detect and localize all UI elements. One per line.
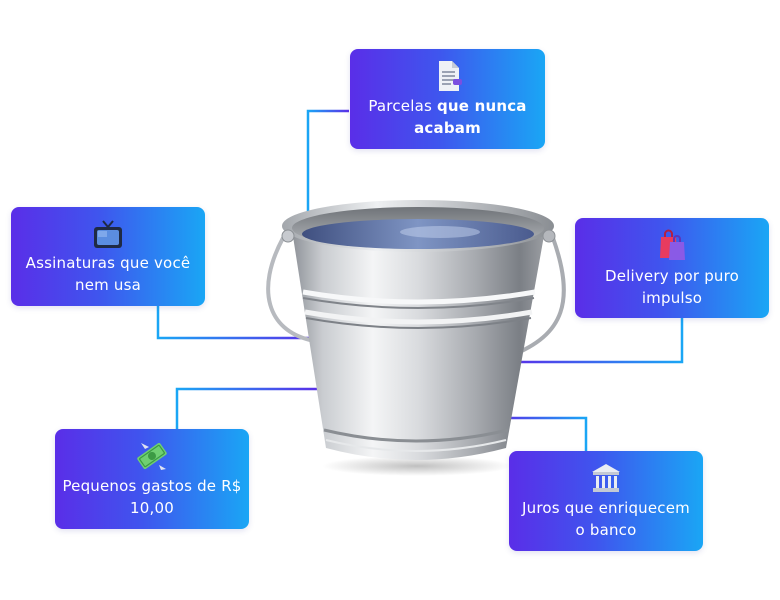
bucket-image	[266, 200, 566, 476]
connector-assinaturas	[156, 306, 318, 340]
shopping-bags-icon	[660, 229, 685, 260]
card-assinaturas: Assinaturas que você nem usa	[11, 207, 205, 306]
money-bill-icon	[137, 443, 167, 470]
card-delivery-label: Delivery por puro impulso	[604, 267, 740, 307]
card-assinaturas-label: Assinaturas que você nem usa	[25, 253, 191, 294]
card-parcelas: Parcelas que nunca acabam	[350, 49, 545, 149]
connector-delivery	[510, 318, 684, 364]
card-juros: Juros que enriquecem o banco	[509, 451, 703, 551]
card-pequenos: Pequenos gastos de R$ 10,00	[55, 429, 249, 529]
tv-icon	[94, 219, 122, 248]
card-juros-label: Juros que enriquecem o banco	[522, 499, 690, 539]
card-pequenos-label: Pequenos gastos de R$ 10,00	[62, 477, 242, 517]
connector-juros	[498, 416, 588, 451]
bank-icon	[592, 464, 620, 492]
card-delivery: Delivery por puro impulso	[575, 218, 769, 318]
card-parcelas-label: Parcelas que nunca acabam	[368, 97, 527, 137]
connector-parcelas	[306, 109, 349, 215]
connector-lines	[156, 109, 684, 451]
document-icon	[438, 61, 462, 91]
connector-pequenos	[175, 387, 318, 429]
